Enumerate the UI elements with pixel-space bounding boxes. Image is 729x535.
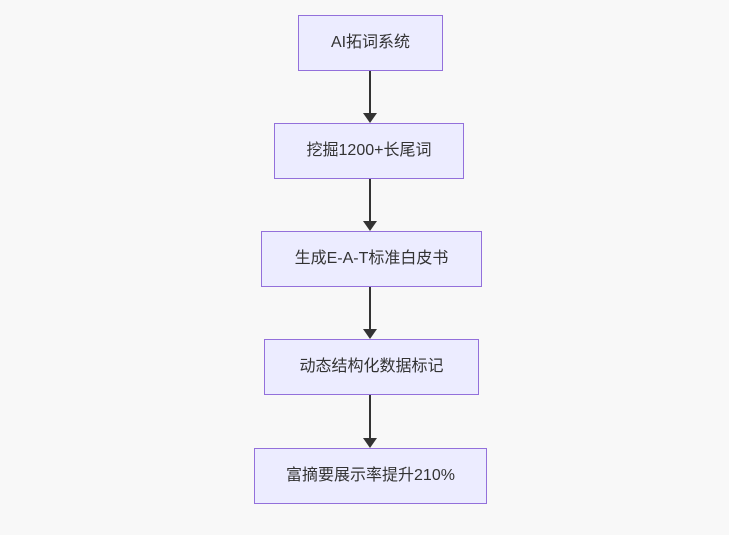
- flowchart-edge-4: [363, 395, 377, 448]
- flowchart-node-structured-data-markup: 动态结构化数据标记: [264, 339, 479, 395]
- arrowhead-down-icon: [363, 438, 377, 448]
- arrowhead-down-icon: [363, 329, 377, 339]
- flowchart-node-rich-snippet-rate: 富摘要展示率提升210%: [254, 448, 487, 504]
- arrowhead-down-icon: [363, 113, 377, 123]
- edge-line: [369, 287, 371, 329]
- flowchart-edge-3: [363, 287, 377, 339]
- edge-line: [369, 71, 371, 113]
- arrowhead-down-icon: [363, 221, 377, 231]
- node-label: AI拓词系统: [330, 34, 411, 52]
- flowchart-edge-1: [363, 71, 377, 123]
- flowchart-node-eat-whitepaper: 生成E-A-T标准白皮书: [261, 231, 482, 287]
- node-label: 生成E-A-T标准白皮书: [294, 250, 449, 268]
- edge-line: [369, 395, 371, 438]
- edge-line: [369, 179, 371, 221]
- node-label: 动态结构化数据标记: [299, 358, 444, 376]
- flowchart-node-longtail-keywords: 挖掘1200+长尾词: [274, 123, 464, 179]
- flowchart-node-ai-word-expansion: AI拓词系统: [298, 15, 443, 71]
- node-label: 挖掘1200+长尾词: [306, 142, 432, 160]
- node-label: 富摘要展示率提升210%: [286, 467, 455, 485]
- flowchart-edge-2: [363, 179, 377, 231]
